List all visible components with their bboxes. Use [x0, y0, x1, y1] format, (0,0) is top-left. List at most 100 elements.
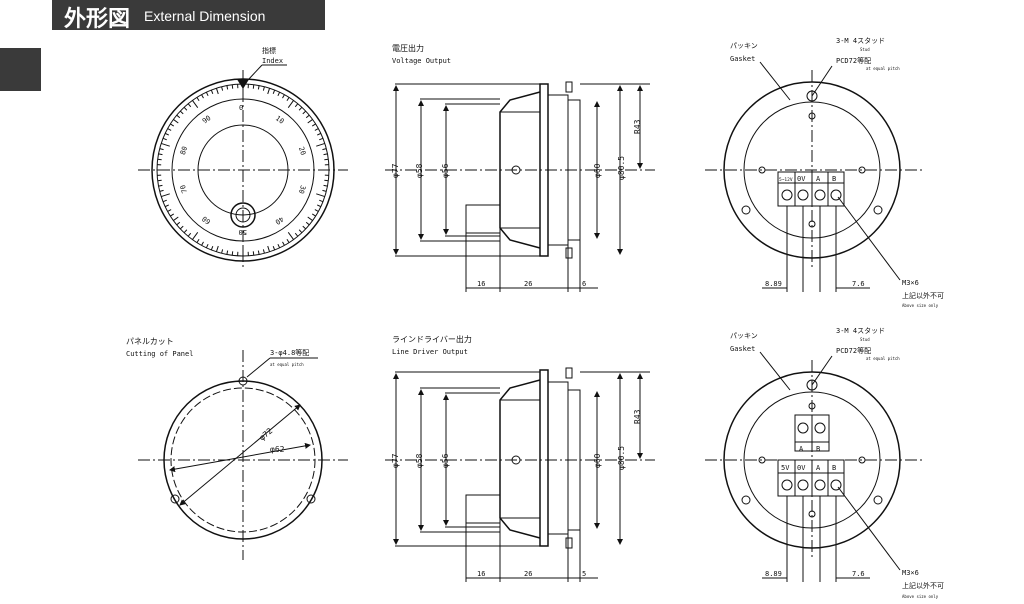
dim-d58: φ58: [415, 163, 424, 178]
dial-tick: [287, 100, 294, 108]
dial-ticks: [157, 84, 329, 256]
dim-w26: 26: [524, 280, 532, 288]
header-title-en: External Dimension: [144, 8, 266, 24]
dial-tick: [252, 84, 255, 89]
dial-tick: [183, 106, 188, 111]
side-top-title-en: Voltage Output: [392, 57, 451, 65]
dial-tick: [272, 89, 276, 94]
screw-top: M3×6: [902, 279, 919, 287]
stud-en: Stud: [860, 47, 870, 52]
dial-tick: [305, 114, 310, 119]
dim-d56: φ56: [441, 163, 450, 178]
header-title-jp: 外形図: [64, 7, 131, 32]
rear-view-top: [705, 61, 925, 292]
dial-tick: [158, 184, 163, 187]
dial-tick: [159, 189, 164, 192]
dim-76-b: 7.6: [852, 570, 865, 578]
dial-tick: [286, 238, 290, 243]
panel-holes: 3-φ4.8等配: [270, 348, 309, 357]
front-view: [138, 70, 348, 270]
dim-d58-b: φ58: [415, 453, 424, 468]
dial-scale-label: 70: [179, 184, 189, 194]
dial-tick: [215, 245, 219, 252]
dial-scale-label: 50: [239, 228, 247, 236]
dim-r43: R43: [633, 119, 642, 134]
dial-tick: [192, 100, 199, 108]
dial-tick: [262, 249, 265, 254]
dim-889-b: 8.89: [765, 570, 782, 578]
rear-view-bottom: [705, 351, 925, 582]
dial-tick: [221, 86, 224, 91]
dial-tick: [314, 128, 319, 131]
side-bottom-title-en: Line Driver Output: [392, 348, 468, 356]
screw-b: M3×6: [902, 569, 919, 577]
dial-scale-label: 60: [201, 214, 213, 225]
dial-tick: [173, 119, 179, 124]
screw-jp-b: 上記以外不可: [902, 581, 944, 590]
dim-d77: φ77: [391, 163, 400, 178]
dim-w5-b: 5: [582, 570, 586, 578]
dial-tick: [316, 193, 325, 198]
dial-tick: [311, 123, 316, 127]
dial-tick: [162, 199, 167, 203]
dial-tick: [210, 246, 214, 251]
dial-tick: [210, 89, 214, 94]
dial-tick: [287, 232, 294, 240]
dial-tick: [196, 238, 200, 243]
dial-tick: [231, 251, 234, 256]
dial-tick: [323, 153, 328, 156]
dial-scale-label: 0: [239, 104, 243, 112]
dim-889-top: 8.89: [765, 280, 782, 288]
dial-tick: [272, 246, 276, 251]
gasket-jp: パッキン: [730, 42, 758, 50]
dial-tick: [187, 103, 192, 108]
panel-d62: φ62: [270, 445, 285, 454]
dim-w16: 16: [477, 280, 485, 288]
dial-scale-label: 30: [297, 184, 307, 194]
dial-tick: [173, 216, 179, 221]
index-label-en: Index: [262, 57, 283, 65]
dial-tick: [226, 250, 229, 255]
pcd-en-b: at equal pitch: [866, 356, 900, 361]
side-view-bottom: [385, 367, 655, 582]
dial-tick: [298, 106, 303, 111]
dial-tick: [159, 148, 164, 151]
dim-d805-b: φ80.5: [617, 446, 626, 470]
dim-w16-b: 16: [477, 570, 485, 578]
dial-tick: [157, 158, 162, 161]
stud-jp: 3-M 4スタッド: [836, 36, 885, 45]
term-bot-2: 0V: [797, 464, 806, 472]
ab-b: B: [816, 445, 820, 453]
panel-title-en: Cutting of Panel: [126, 350, 193, 358]
dial-tick: [252, 251, 255, 256]
dial-scale-label: 20: [297, 146, 307, 156]
side-top-title-jp: 電圧出力: [392, 43, 424, 53]
dial-tick: [167, 209, 172, 212]
knob: [230, 202, 256, 228]
dial-tick: [176, 114, 181, 119]
dial-tick: [226, 85, 229, 90]
panel-holes-en: at equal pitch: [270, 362, 304, 367]
screw-en-top: Above size only: [902, 303, 939, 308]
dial-tick: [316, 142, 325, 147]
dim-w26-b: 26: [524, 570, 532, 578]
side-tab: [0, 48, 41, 91]
dial-tick: [196, 97, 200, 102]
screw-jp-top: 上記以外不可: [902, 291, 944, 300]
gasket-en-b: Gasket: [730, 345, 755, 353]
pcd: PCD72等配: [836, 56, 871, 65]
dial-tick: [170, 213, 175, 217]
term-top-3: A: [816, 175, 821, 183]
dial-tick: [161, 193, 170, 198]
dim-d60-b: φ60: [593, 453, 602, 468]
dial-tick: [164, 132, 170, 136]
dial-tick: [187, 232, 192, 237]
dial-tick: [183, 229, 188, 234]
dial-scale-label: 40: [274, 215, 286, 226]
dim-d56-b: φ56: [441, 453, 450, 468]
pcd-b: PCD72等配: [836, 346, 871, 355]
dial-tick: [322, 189, 327, 192]
dial-tick: [257, 250, 260, 255]
